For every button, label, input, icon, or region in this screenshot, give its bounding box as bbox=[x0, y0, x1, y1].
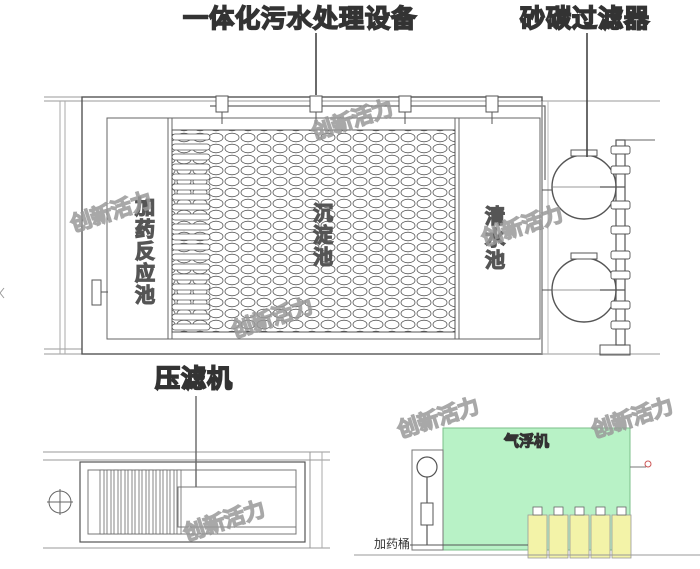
dosing-barrels bbox=[527, 506, 632, 559]
filter-valves bbox=[610, 139, 655, 330]
integrated-equipment-label: 一体化污水处理设备 bbox=[182, 4, 418, 33]
air-flotation-unit bbox=[354, 427, 700, 559]
inclined-tube-packing bbox=[171, 129, 456, 333]
clear-water-tank-label: 清水池 bbox=[484, 204, 505, 272]
filter-press-frame bbox=[79, 461, 306, 543]
filter-press-cylinder bbox=[177, 486, 297, 528]
dosing-barrel-label: 加药桶 bbox=[374, 537, 411, 551]
reaction-tank-label: 加药反应池 bbox=[134, 195, 155, 307]
air-flotation-label: 气浮机 bbox=[503, 432, 550, 451]
dissolved-air-pump bbox=[416, 456, 438, 478]
sand-carbon-filter-label: 砂碳过滤器 bbox=[519, 4, 651, 33]
filter-press-plates bbox=[99, 469, 182, 535]
sedimentation-tank-label: 沉淀池 bbox=[312, 201, 333, 269]
top-pipework bbox=[210, 95, 546, 180]
sand-carbon-filter-unit bbox=[541, 101, 655, 356]
integrated-unit bbox=[44, 95, 660, 355]
tank-inner-wall bbox=[106, 117, 541, 340]
filter-press-label: 压滤机 bbox=[154, 364, 234, 393]
filter-press-unit bbox=[43, 396, 330, 549]
reaction-tank-tubes bbox=[171, 133, 211, 331]
